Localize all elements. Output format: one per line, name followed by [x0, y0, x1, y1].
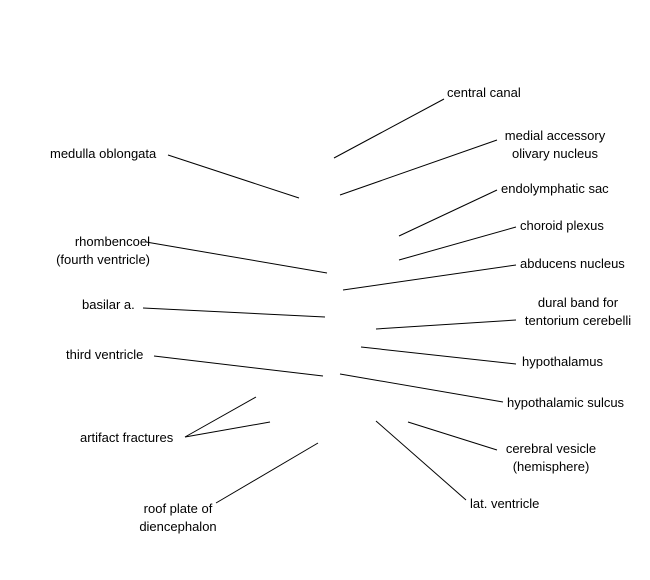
label-central-canal: central canal	[447, 84, 521, 102]
label-line-1: medial accessory	[504, 128, 606, 143]
leader-medial-accessory-olivary-nucleus	[339, 139, 498, 196]
label-hypothalamus: hypothalamus	[522, 353, 603, 371]
label-abducens-nucleus: abducens nucleus	[520, 255, 625, 273]
label-line-2: olivary nucleus	[512, 146, 598, 161]
label-medial-accessory-olivary-nucleus: medial accessory olivary nucleus	[494, 127, 616, 163]
label-text: artifact fractures	[80, 430, 174, 445]
label-line-1: cerebral vesicle	[505, 441, 597, 456]
label-text: medulla oblongata	[50, 146, 157, 161]
label-lat-ventricle: lat. ventricle	[470, 495, 539, 513]
label-medulla-oblongata: medulla oblongata	[50, 145, 156, 163]
leader-roof-plate	[215, 442, 319, 504]
label-roof-plate: roof plate of diencephalon	[130, 500, 226, 536]
label-text: hypothalamus	[522, 354, 603, 369]
label-hypothalamic-sulcus: hypothalamic sulcus	[507, 394, 624, 412]
leader-hypothalamus	[360, 346, 517, 365]
leader-choroid-plexus	[398, 226, 517, 261]
label-text: choroid plexus	[520, 218, 604, 233]
leader-hypothalamic-sulcus	[339, 373, 504, 403]
label-line-1: roof plate of	[143, 501, 213, 516]
label-line-2: (fourth ventricle)	[56, 252, 150, 267]
label-third-ventricle: third ventricle	[66, 346, 143, 364]
label-line-2: (hemisphere)	[512, 459, 590, 474]
label-artifact-fractures: artifact fractures	[80, 429, 173, 447]
label-choroid-plexus: choroid plexus	[520, 217, 604, 235]
leader-lat-ventricle	[375, 420, 467, 501]
label-line-2: diencephalon	[139, 519, 217, 534]
label-basilar-a: basilar a.	[82, 296, 135, 314]
label-line-2: tentorium cerebelli	[524, 313, 632, 328]
leader-artifact-fractures-lower	[184, 421, 271, 438]
leader-dural-band	[375, 319, 517, 330]
label-line-1: dural band for	[537, 295, 619, 310]
label-text: endolymphatic sac	[501, 181, 609, 196]
leader-medulla-oblongata	[167, 154, 300, 199]
label-cerebral-vesicle: cerebral vesicle (hemisphere)	[495, 440, 607, 476]
leader-third-ventricle	[153, 355, 324, 377]
leader-artifact-fractures-upper	[184, 396, 257, 438]
label-text: third ventricle	[66, 347, 144, 362]
label-text: lat. ventricle	[470, 496, 540, 511]
label-text: abducens nucleus	[520, 256, 625, 271]
label-line-1: rhombencoel	[74, 234, 150, 249]
label-rhombencoel: rhombencoel (fourth ventricle)	[30, 233, 150, 269]
label-text: central canal	[447, 85, 521, 100]
leader-basilar-a	[142, 307, 326, 318]
leader-abducens-nucleus	[342, 264, 517, 291]
label-endolymphatic-sac: endolymphatic sac	[501, 180, 609, 198]
label-text: hypothalamic sulcus	[507, 395, 625, 410]
leader-endolymphatic-sac	[398, 189, 498, 237]
leader-rhombencoel	[145, 241, 328, 274]
leader-cerebral-vesicle	[407, 421, 498, 451]
leader-central-canal	[333, 98, 445, 159]
label-text: basilar a.	[82, 297, 135, 312]
label-dural-band: dural band for tentorium cerebelli	[514, 294, 642, 330]
